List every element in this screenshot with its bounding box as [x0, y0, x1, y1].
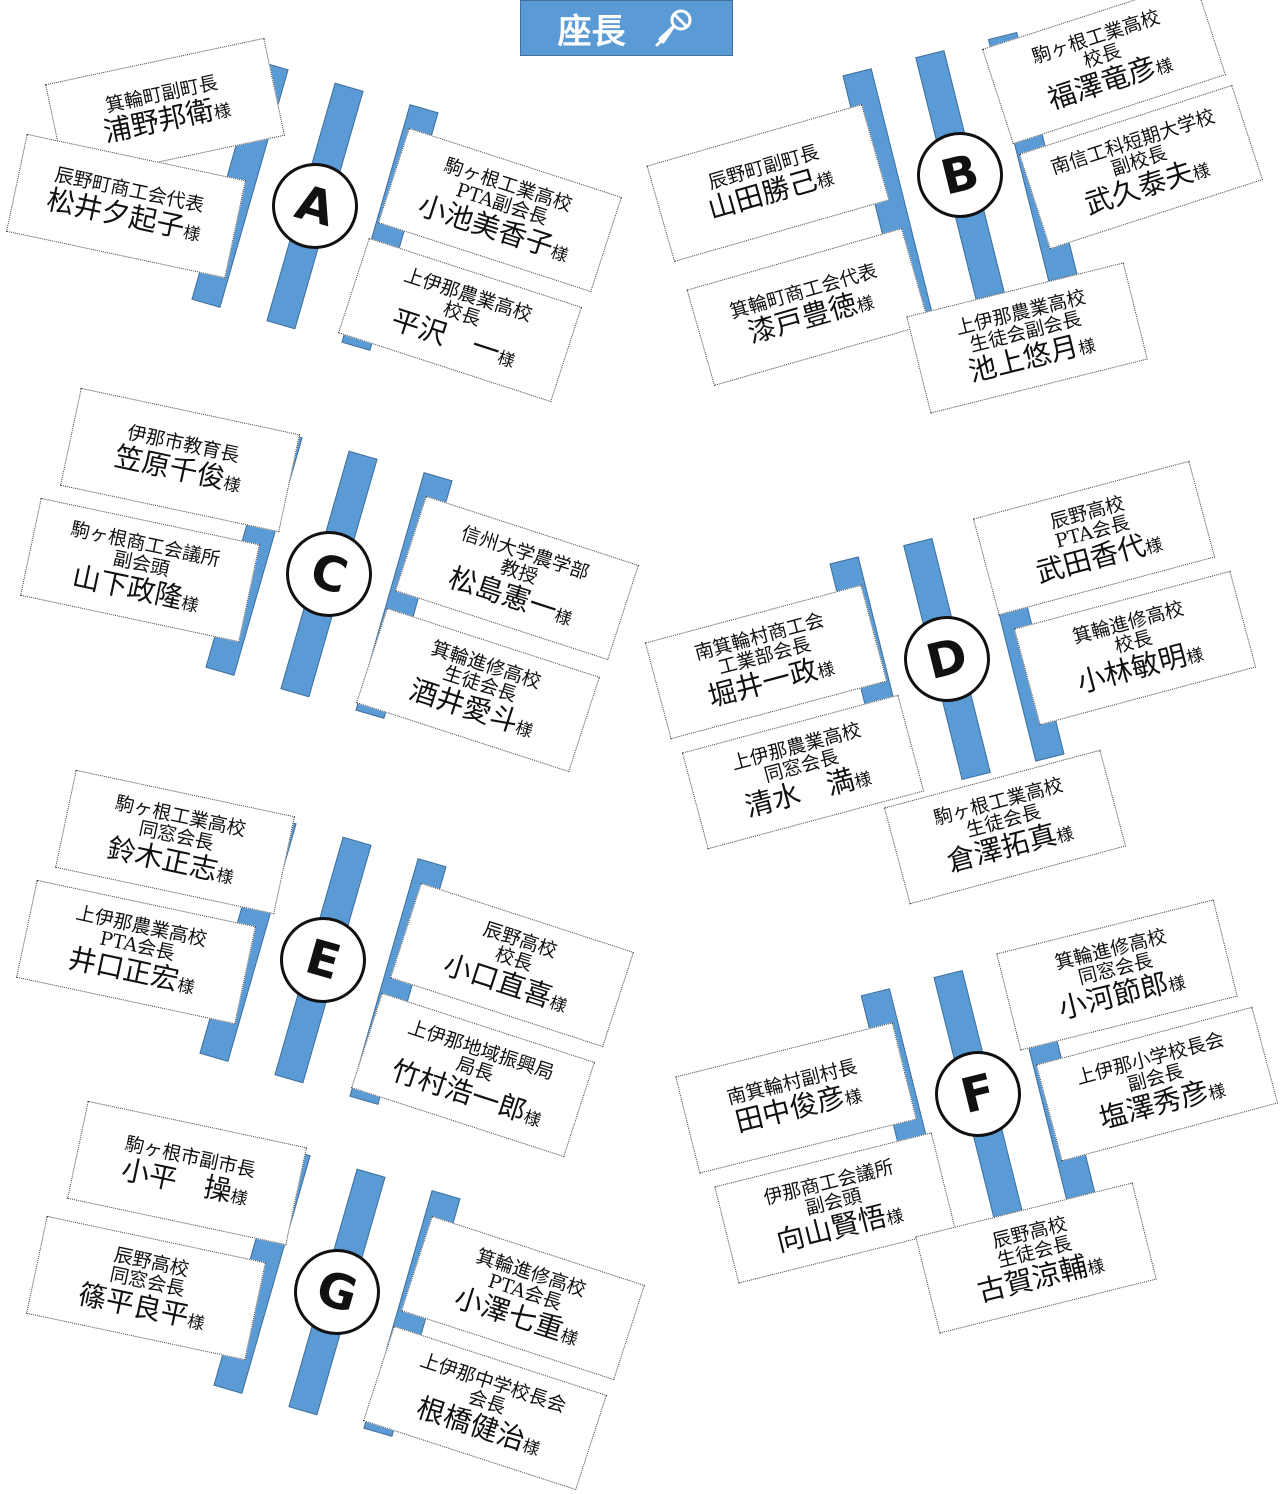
honorific: 様 — [1076, 336, 1098, 360]
honorific: 様 — [228, 1187, 250, 1211]
honorific: 様 — [185, 1311, 207, 1335]
honorific: 様 — [852, 769, 875, 793]
name-card: 辰野町商工会代表松井夕起子様 — [6, 133, 246, 279]
honorific: 様 — [181, 222, 202, 247]
table-letter: A — [261, 152, 369, 260]
honorific: 様 — [884, 1206, 906, 1230]
honorific: 様 — [1184, 645, 1207, 669]
table-letter: D — [894, 606, 1000, 712]
honorific: 様 — [214, 865, 236, 889]
honorific: 様 — [1054, 824, 1077, 848]
honorific: 様 — [212, 100, 234, 124]
honorific: 様 — [843, 1086, 865, 1111]
name-card: 辰野高校同窓会長篠平良平様 — [26, 1215, 266, 1361]
honorific: 様 — [1206, 1081, 1229, 1105]
table-letter: G — [283, 1238, 391, 1346]
honorific: 様 — [1143, 535, 1166, 559]
name-card: 駒ヶ根市副市長小平 操様 — [67, 1100, 307, 1246]
honorific: 様 — [221, 474, 243, 498]
chairperson-label: 座長 — [520, 0, 733, 56]
table-letter: F — [925, 1041, 1031, 1147]
honorific: 様 — [1166, 973, 1188, 997]
honorific: 様 — [175, 975, 197, 999]
honorific: 様 — [1085, 1256, 1107, 1280]
table-letter: B — [907, 122, 1013, 228]
honorific: 様 — [179, 593, 201, 617]
name-card: 箕輪町商工会代表漆戸豊徳様 — [686, 228, 930, 386]
table-letter: E — [269, 906, 377, 1014]
honorific: 様 — [815, 659, 838, 683]
name-card: 辰野町副町長山田勝己様 — [646, 104, 890, 262]
table-letter: C — [275, 520, 383, 628]
microphone-icon — [655, 9, 691, 47]
chairperson-text: 座長 — [557, 11, 626, 52]
